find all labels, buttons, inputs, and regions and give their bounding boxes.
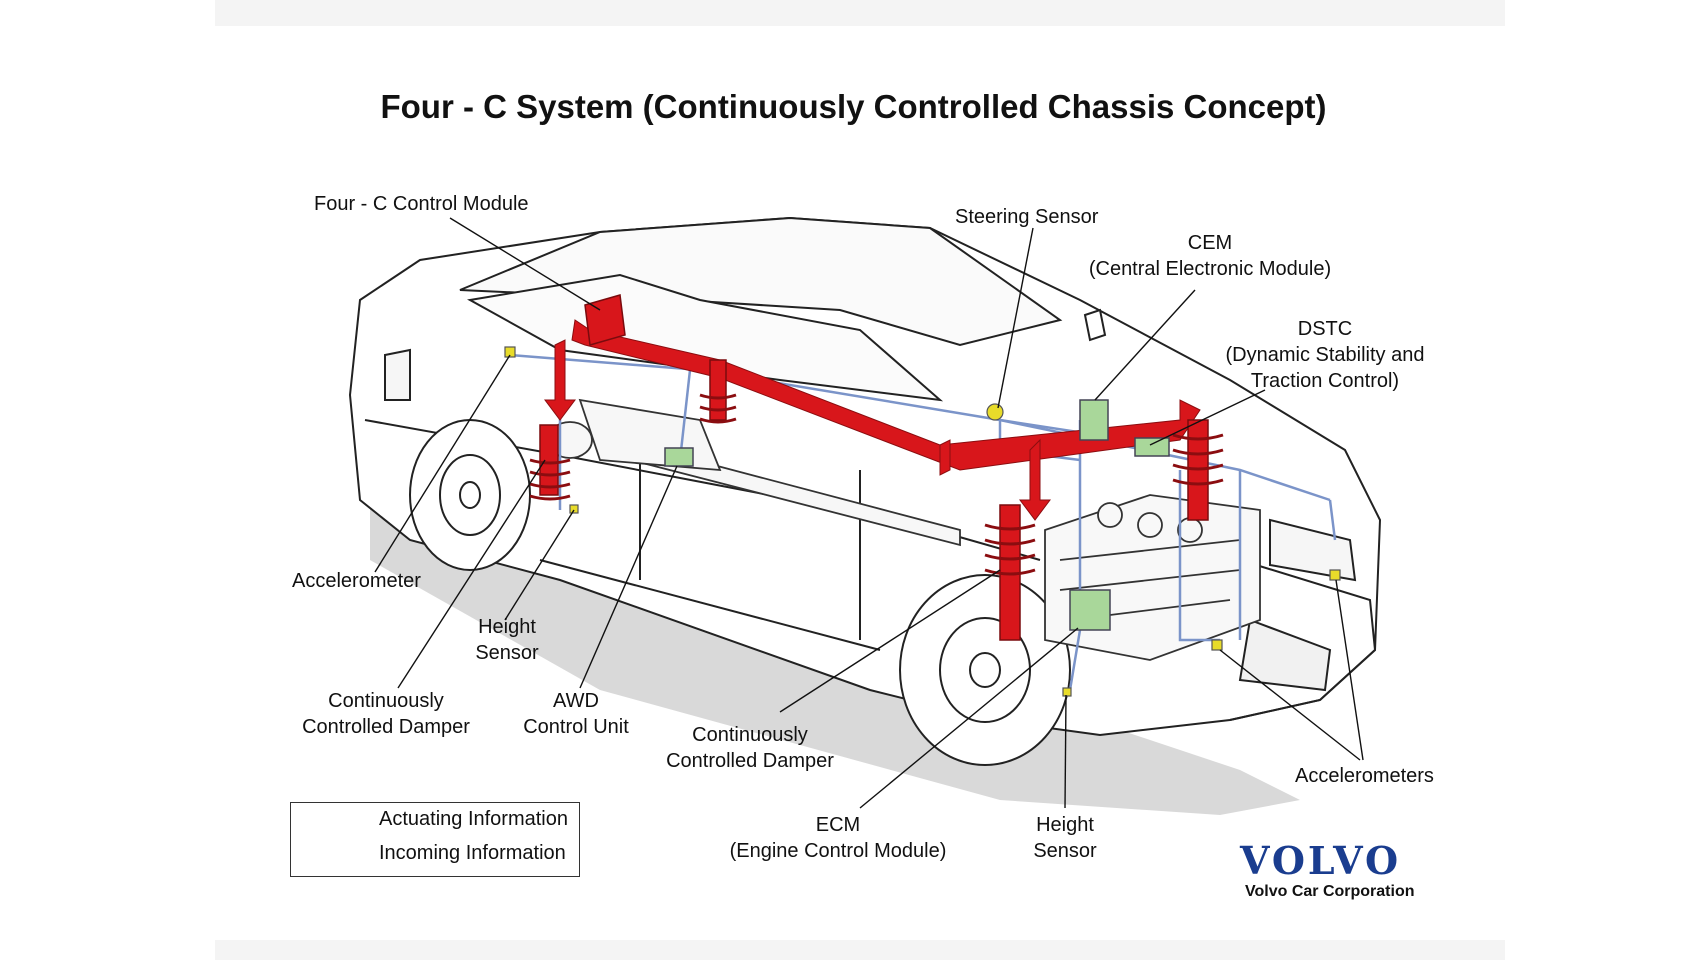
- label-awd-line1: AWD: [553, 690, 599, 712]
- bottom-frame-strip: [215, 940, 1505, 960]
- legend-incoming-label: Incoming Information: [379, 841, 566, 864]
- label-awd-line2: Control Unit: [523, 716, 629, 738]
- label-steering-sensor: Steering Sensor: [955, 206, 1099, 228]
- label-ccd-rear-line2: Controlled Damper: [302, 716, 470, 738]
- legend-row-actuating: Actuating Information: [367, 805, 568, 833]
- legend-actuating-label: Actuating Information: [379, 807, 568, 830]
- label-ecm-line1: ECM: [815, 814, 861, 836]
- awd-control-unit: [664, 447, 694, 467]
- diagram-title: Four - C System (Continuously Controlled…: [380, 88, 1327, 125]
- label-awd-control-unit: AWD Control Unit: [523, 688, 629, 740]
- label-height-sensor-rear-line1: Height: [478, 616, 536, 638]
- label-ecm: ECM (Engine Control Module): [730, 812, 947, 864]
- rear-wheel: [409, 419, 531, 571]
- accelerometer-rear-sensor: [504, 346, 516, 358]
- rear-damper: [529, 424, 571, 501]
- front-right-damper: [1172, 419, 1224, 521]
- accelerometer-front-sensor-2: [1329, 569, 1341, 581]
- steering-sensor-dot: [986, 403, 1004, 421]
- label-dstc-line1: DSTC: [1297, 318, 1353, 340]
- label-ccd-rear-line1: Continuously: [328, 690, 444, 712]
- rear-right-damper: [699, 359, 737, 424]
- dstc-module: [1134, 437, 1170, 457]
- label-ccd-front: Continuously Controlled Damper: [666, 722, 834, 774]
- label-height-sensor-front-line2: Sensor: [1033, 840, 1097, 862]
- volvo-company-name: Volvo Car Corporation: [1245, 883, 1415, 900]
- label-ccd-rear: Continuously Controlled Damper: [302, 688, 470, 740]
- label-dstc: DSTC (Dynamic Stability and Traction Con…: [1226, 316, 1425, 394]
- label-dstc-line2: (Dynamic Stability and: [1225, 344, 1425, 366]
- leader-lines: [374, 217, 1364, 809]
- sensors: [504, 346, 1341, 697]
- label-cem-line1: CEM: [1187, 232, 1233, 254]
- height-sensor-rear-dot: [569, 504, 579, 514]
- accelerometer-front-sensor-1: [1211, 639, 1223, 651]
- front-left-damper: [984, 504, 1036, 641]
- label-cem-line2: (Central Electronic Module): [1088, 258, 1332, 280]
- front-wheel: [899, 574, 1071, 766]
- label-ccd-front-line1: Continuously: [692, 724, 808, 746]
- label-four-c-control-module: Four - C Control Module: [314, 193, 529, 215]
- label-height-sensor-front: Height Sensor: [1033, 812, 1096, 864]
- top-frame-strip: [215, 0, 1505, 26]
- label-height-sensor-rear-line2: Sensor: [475, 642, 539, 664]
- height-sensor-front-dot: [1062, 687, 1072, 697]
- label-accelerometers: Accelerometers: [1295, 765, 1434, 787]
- volvo-logo: VOLVO: [1240, 838, 1402, 883]
- legend: Actuating Information Incoming Informati…: [290, 802, 580, 877]
- label-ccd-front-line2: Controlled Damper: [666, 750, 834, 772]
- legend-row-incoming: Incoming Information: [367, 839, 566, 867]
- label-ecm-line2: (Engine Control Module): [729, 840, 947, 862]
- label-accelerometer: Accelerometer: [292, 570, 421, 592]
- label-cem: CEM (Central Electronic Module): [1089, 230, 1331, 282]
- label-dstc-line3: Traction Control): [1250, 370, 1400, 392]
- label-height-sensor-rear: Height Sensor: [475, 614, 538, 666]
- label-height-sensor-front-line1: Height: [1036, 814, 1094, 836]
- cem-module: [1079, 399, 1109, 441]
- ecm-module: [1069, 589, 1111, 631]
